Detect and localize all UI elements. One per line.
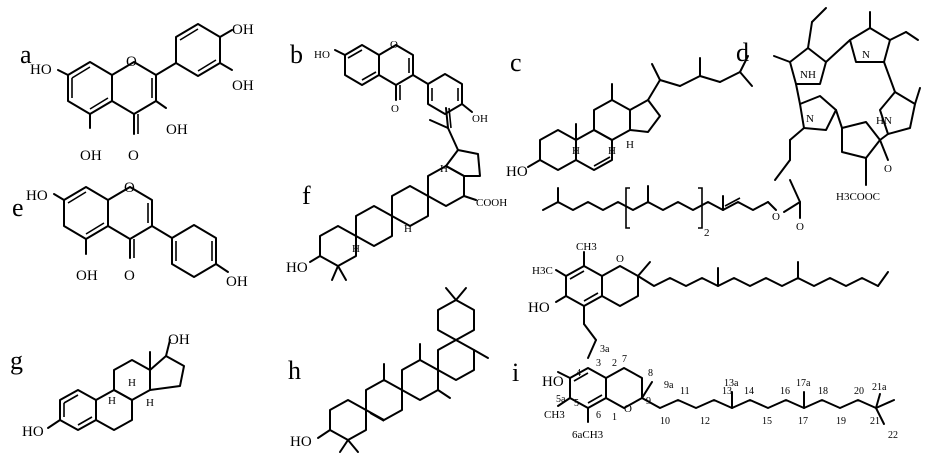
a-oh-3: OH bbox=[166, 122, 188, 138]
i-locant-10: 10 bbox=[660, 416, 670, 427]
a-oh-4p: OH bbox=[232, 78, 254, 94]
panel-letter-e: e bbox=[12, 193, 24, 222]
i-locant-22: 22 bbox=[888, 430, 898, 441]
i-upper-h3c: H3C bbox=[532, 265, 553, 277]
a-oh-3p: OH bbox=[232, 22, 254, 38]
i-locant-5: 5 bbox=[574, 398, 579, 409]
i-locant-2: 2 bbox=[612, 358, 617, 369]
i-locant-17a: 17a bbox=[796, 378, 811, 389]
g-h-14: H bbox=[146, 397, 154, 409]
e-oh-5: OH bbox=[76, 268, 98, 284]
i-lower-6a-ch3: 6aCH3 bbox=[572, 429, 604, 441]
structure-c: HO H H H bbox=[506, 55, 753, 180]
c-h-8: H bbox=[608, 145, 616, 157]
panel-letter-i: i bbox=[512, 358, 520, 387]
d-methyl-ester: H3COOC bbox=[836, 191, 880, 203]
c-h-14: H bbox=[626, 139, 634, 151]
i-locant-6: 6 bbox=[596, 410, 601, 421]
i-locant-3: 3 bbox=[596, 358, 601, 369]
i-locant-11: 11 bbox=[680, 386, 690, 397]
f-h-18: H bbox=[440, 163, 448, 175]
d-keto-o: O bbox=[884, 163, 892, 175]
d-n-2: N bbox=[862, 49, 870, 61]
i-locant-12: 12 bbox=[700, 416, 710, 427]
i-locant-16: 16 bbox=[780, 386, 790, 397]
i-locant-5a: 5a bbox=[556, 394, 566, 405]
i-locant-19: 19 bbox=[836, 416, 846, 427]
i-locant-18: 18 bbox=[818, 386, 828, 397]
i-lower-ho: HO bbox=[542, 374, 564, 390]
structure-g: OH HO H H H bbox=[22, 332, 190, 440]
f-ho-3: HO bbox=[286, 260, 308, 276]
i-locant-17: 17 bbox=[798, 416, 808, 427]
g-oh-17: OH bbox=[168, 332, 190, 348]
i-locant-15: 15 bbox=[762, 416, 772, 427]
panel-letter-b: b bbox=[290, 40, 303, 69]
structure-f: COOH HO H H H bbox=[286, 107, 507, 281]
b-carbonyl-o: O bbox=[391, 103, 399, 115]
i-locant-14: 14 bbox=[744, 386, 754, 397]
i-locant-21: 21 bbox=[870, 416, 880, 427]
d-repeat-subscript: 2 bbox=[704, 227, 710, 239]
b-ho-7: HO bbox=[314, 49, 330, 61]
g-h-9: H bbox=[108, 395, 116, 407]
i-locant-20: 20 bbox=[854, 386, 864, 397]
c-h-9: H bbox=[572, 145, 580, 157]
i-lower-o: O bbox=[624, 403, 632, 415]
f-h-9: H bbox=[404, 223, 412, 235]
i-locant-13: 13 bbox=[722, 386, 732, 397]
g-ho-3: HO bbox=[22, 424, 44, 440]
f-h-5: H bbox=[352, 243, 360, 255]
e-carbonyl-o: O bbox=[124, 268, 135, 284]
panel-letter-c: c bbox=[510, 48, 522, 77]
a-ho-7: HO bbox=[30, 62, 52, 78]
d-hn-4: HN bbox=[876, 115, 892, 127]
b-oh-4p: OH bbox=[472, 113, 488, 125]
i-upper-ch3: CH3 bbox=[576, 241, 597, 253]
panel-letter-h: h bbox=[288, 356, 301, 385]
panel-letter-a: a bbox=[20, 40, 32, 69]
d-ester-o-1: O bbox=[772, 211, 780, 223]
panel-letter-g: g bbox=[10, 346, 23, 375]
structure-i: CH3 H3C O HO 3a HO O 5a CH3 bbox=[528, 241, 898, 441]
d-nh-1: NH bbox=[800, 69, 816, 81]
h-ho-3: HO bbox=[290, 434, 312, 450]
structure-d: NH N N HN O H3COOC 2 O O bbox=[542, 7, 921, 239]
i-upper-o: O bbox=[616, 253, 624, 265]
i-locant-8: 8 bbox=[648, 368, 653, 379]
structure-h: HO bbox=[290, 287, 489, 453]
a-carbonyl-o: O bbox=[128, 148, 139, 164]
g-h-8: H bbox=[128, 377, 136, 389]
structure-e: O HO OH O OH bbox=[26, 180, 248, 290]
c-ho-3: HO bbox=[506, 164, 528, 180]
e-oh-4p: OH bbox=[226, 274, 248, 290]
e-ho-7: HO bbox=[26, 188, 48, 204]
i-locant-4: 4 bbox=[576, 368, 581, 379]
e-ring-oxygen: O bbox=[124, 180, 135, 196]
f-cooh: COOH bbox=[476, 197, 507, 209]
a-oh-5: OH bbox=[80, 148, 102, 164]
i-locant-13a: 13a bbox=[724, 378, 739, 389]
structure-a: O HO OH OH OH O OH bbox=[30, 22, 254, 164]
i-locant-7: 7 bbox=[622, 354, 627, 365]
a-ring-oxygen: O bbox=[126, 54, 137, 70]
panel-letter-f: f bbox=[302, 181, 311, 210]
d-ester-o-2: O bbox=[796, 221, 804, 233]
i-upper-ho: HO bbox=[528, 300, 550, 316]
b-ring-oxygen: O bbox=[390, 39, 398, 51]
i-lower-ch3: CH3 bbox=[544, 409, 565, 421]
i-locant-9a: 9a bbox=[664, 380, 674, 391]
i-locant-21a: 21a bbox=[872, 382, 887, 393]
i-locant-3a: 3a bbox=[600, 344, 610, 355]
d-n-3: N bbox=[806, 113, 814, 125]
structure-b: O HO O OH bbox=[314, 39, 488, 125]
i-locant-9: 9 bbox=[646, 396, 651, 407]
i-locant-1: 1 bbox=[612, 412, 617, 423]
